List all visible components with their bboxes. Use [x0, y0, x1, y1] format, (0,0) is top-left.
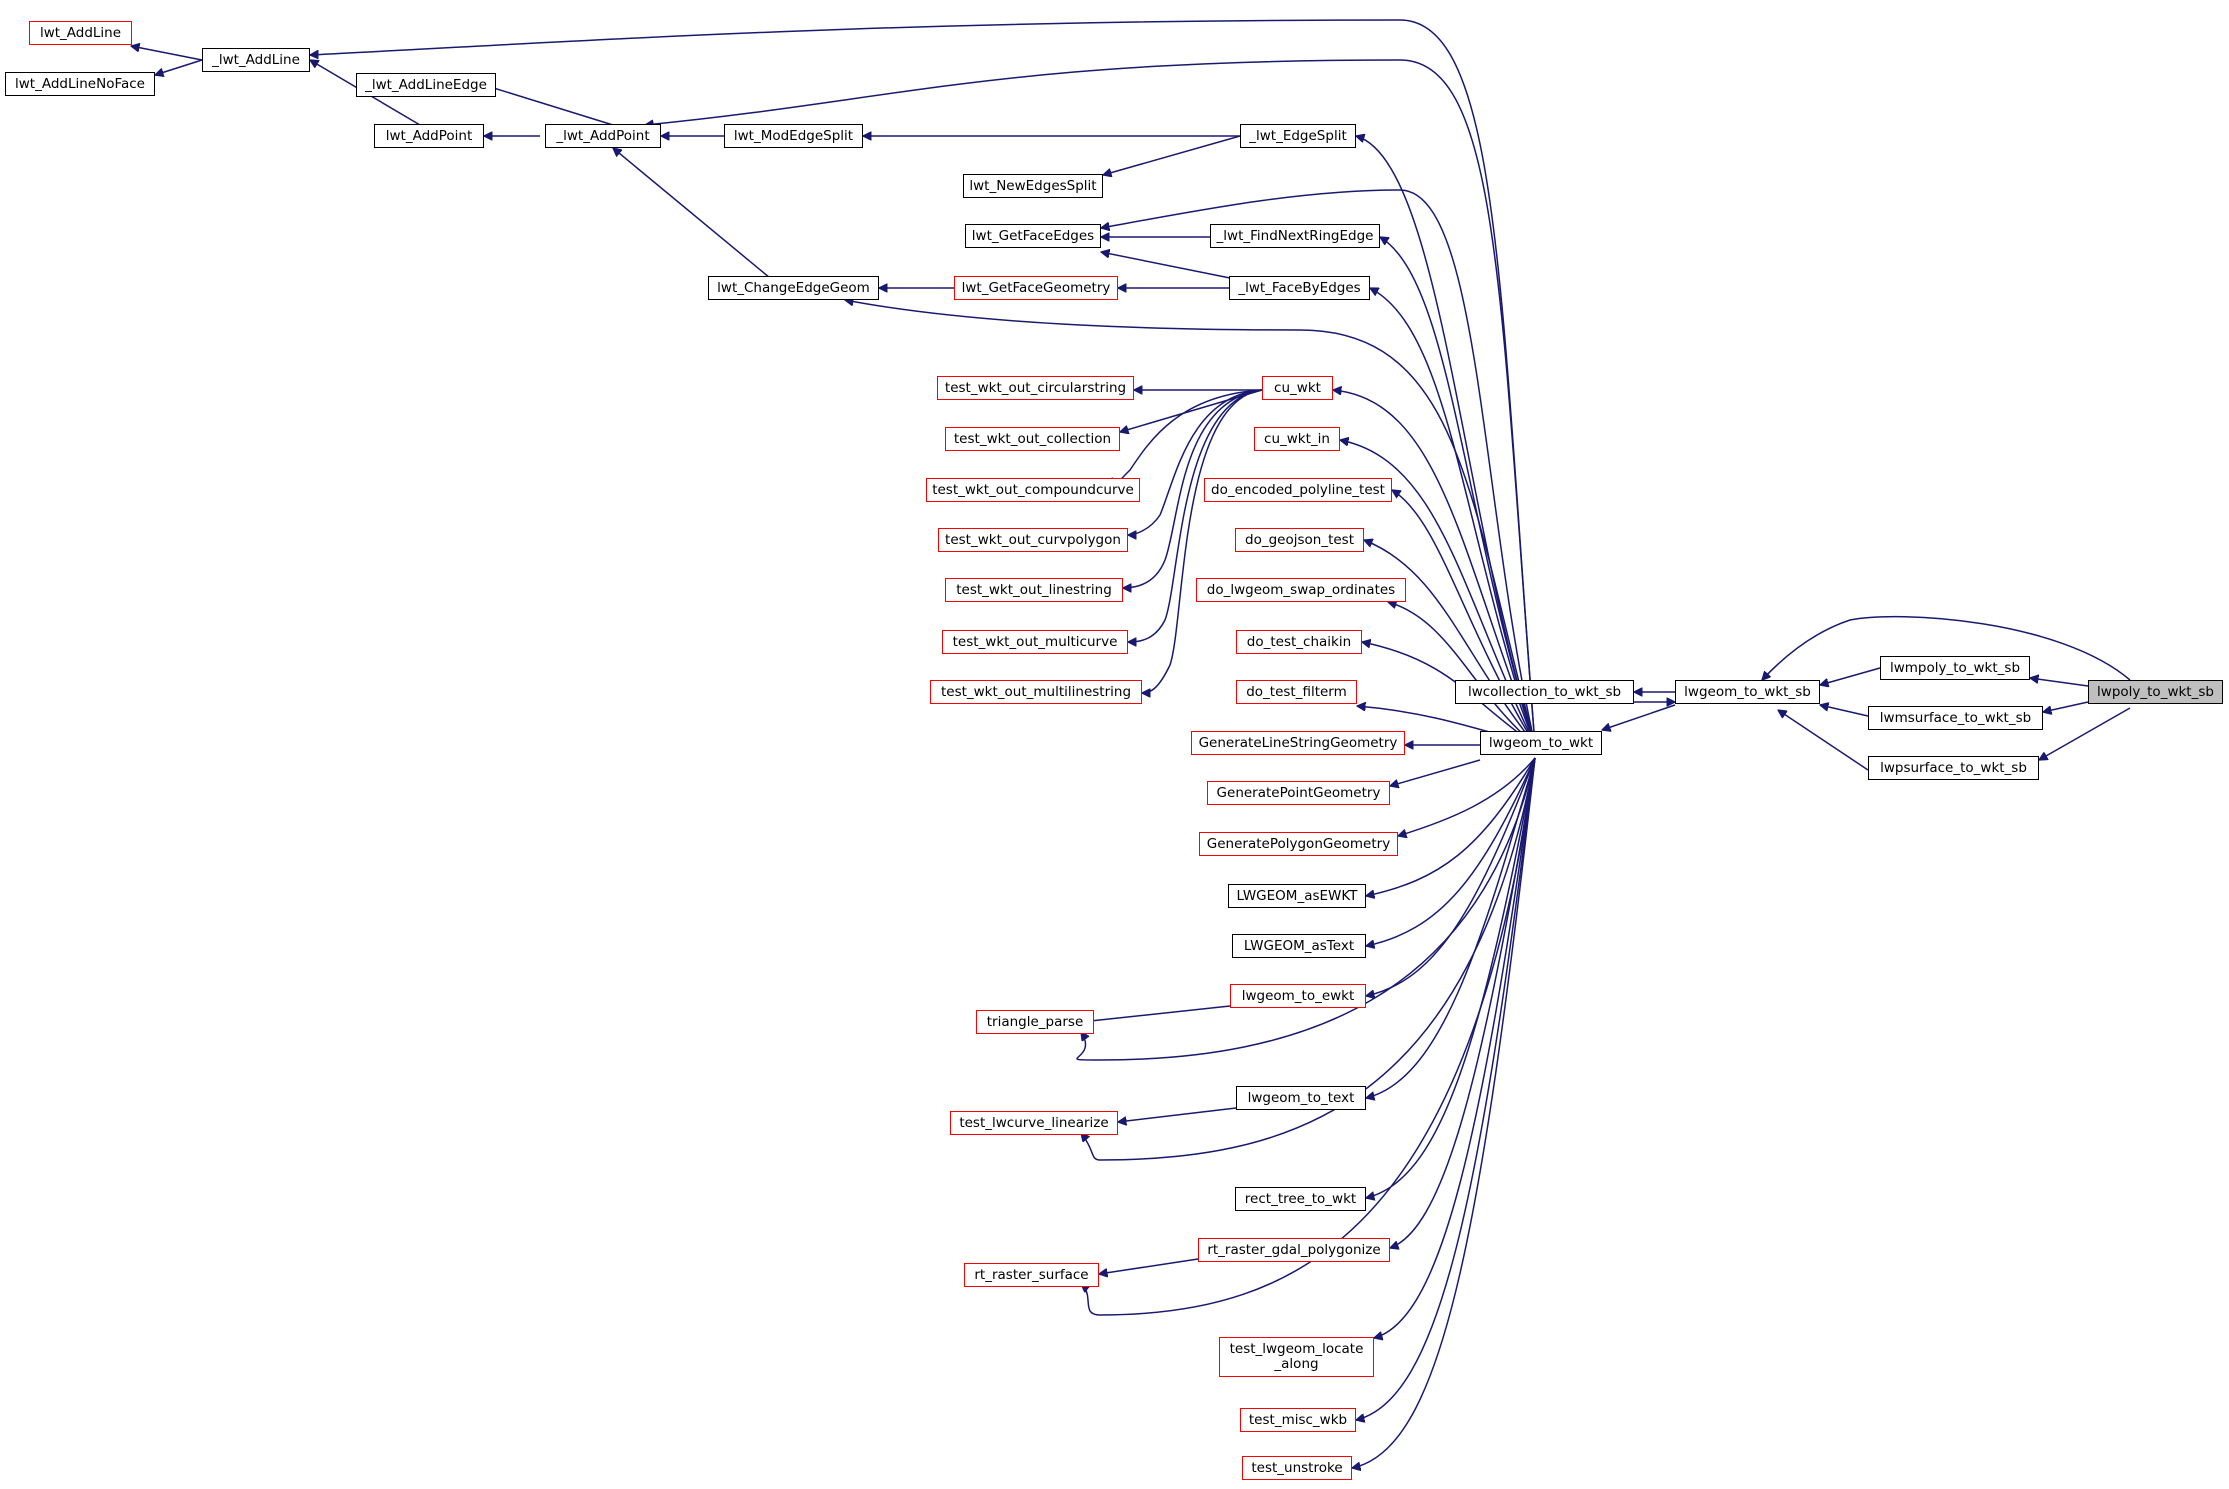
- edge-lwpoly_to_wkt_sb-to-lwpsurface_to_wkt_sb: [2039, 707, 2131, 760]
- node-lwmsurface_to_wkt_sb[interactable]: lwmsurface_to_wkt_sb: [1868, 706, 2043, 730]
- edge-lwt_AddPoint-to-lwt_AddLineEdge: [484, 85, 614, 126]
- node-lwt_AddLine-public[interactable]: lwt_AddLine: [29, 21, 132, 45]
- edge-w-triangle_parse: [1076, 757, 1536, 1061]
- node-cu_wkt_in[interactable]: cu_wkt_in: [1254, 427, 1340, 451]
- node-lwpsurface_to_wkt_sb[interactable]: lwpsurface_to_wkt_sb: [1868, 756, 2039, 780]
- node-do_lwgeom_swap_ordinates[interactable]: do_lwgeom_swap_ordinates: [1196, 578, 1406, 602]
- node-test_wkt_out_compoundcurve[interactable]: test_wkt_out_compoundcurve: [926, 478, 1140, 502]
- node-do_geojson_test[interactable]: do_geojson_test: [1235, 528, 1364, 552]
- node-do_test_filterm[interactable]: do_test_filterm: [1236, 680, 1357, 704]
- edge-lwgeom_to_text-to-test_lwcurve_linearize: [1118, 1107, 1237, 1122]
- node-GeneratePolygonGeometry[interactable]: GeneratePolygonGeometry: [1199, 832, 1398, 856]
- node-lwt_ModEdgeSplit[interactable]: lwt_ModEdgeSplit: [724, 124, 863, 148]
- node-LWGEOM_asText[interactable]: LWGEOM_asText: [1232, 934, 1366, 958]
- node-rect_tree_to_wkt[interactable]: rect_tree_to_wkt: [1235, 1187, 1366, 1211]
- edge-w-rect_tree_to_wkt: [1366, 757, 1536, 1198]
- node-lwgeom_to_wkt_sb[interactable]: lwgeom_to_wkt_sb: [1675, 680, 1820, 704]
- node-rt_raster_gdal_polygonize[interactable]: rt_raster_gdal_polygonize: [1198, 1238, 1390, 1262]
- node-test_wkt_out_circularstring[interactable]: test_wkt_out_circularstring: [937, 376, 1134, 400]
- edge-lwpsurface_to_wkt_sb-to-lwgeom_to_wkt_sb: [1778, 710, 1869, 771]
- edge-w-do_lwgeom_swap_ordinates: [1388, 602, 1536, 746]
- node-test_wkt_out_curvpolygon[interactable]: test_wkt_out_curvpolygon: [938, 528, 1128, 552]
- edge-w-lwt_GetFaceEdges: [1101, 189, 1536, 746]
- edge-cu_wkt-to-test_wkt_out_multicurve: [1128, 389, 1263, 642]
- edge-w-do_geojson_test: [1364, 540, 1536, 746]
- edge-w-lwt_AddLine: [310, 19, 1536, 746]
- node-test_misc_wkb[interactable]: test_misc_wkb: [1240, 1408, 1356, 1432]
- edge-lwt_EdgeSplit-to-lwt_NewEdgesSplit: [1103, 135, 1241, 175]
- node-rt_raster_surface[interactable]: rt_raster_surface: [964, 1263, 1099, 1287]
- node-lwt_AddPoint-internal[interactable]: _lwt_AddPoint: [545, 124, 661, 148]
- node-lwt_AddLine-internal[interactable]: _lwt_AddLine: [202, 48, 310, 72]
- edge-cu_wkt-to-test_wkt_out_multilinestring: [1142, 389, 1263, 693]
- edge-lwpoly_to_wkt_sb-to-lwmsurface_to_wkt_sb: [2043, 701, 2089, 712]
- node-lwgeom_to_text[interactable]: lwgeom_to_text: [1236, 1086, 1366, 1110]
- node-lwgeom_to_wkt[interactable]: lwgeom_to_wkt: [1480, 731, 1602, 755]
- node-test_lwcurve_linearize[interactable]: test_lwcurve_linearize: [950, 1111, 1118, 1135]
- node-cu_wkt[interactable]: cu_wkt: [1262, 376, 1333, 400]
- node-lwt_ChangeEdgeGeom[interactable]: lwt_ChangeEdgeGeom: [708, 276, 879, 300]
- node-GeneratePointGeometry[interactable]: GeneratePointGeometry: [1207, 781, 1390, 805]
- node-lwcollection_to_wkt_sb[interactable]: lwcollection_to_wkt_sb: [1455, 680, 1634, 704]
- node-lwt_AddPoint-public[interactable]: lwt_AddPoint: [374, 124, 484, 148]
- node-triangle_parse[interactable]: triangle_parse: [976, 1010, 1094, 1034]
- edge-lwt_AddLine-to-lwt_AddLineNoFace: [155, 59, 203, 75]
- edge-w-GeneratePointGeometry: [1390, 759, 1481, 786]
- edge-lwt_AddLine-to-lwt_AddLine_r: [131, 46, 203, 61]
- node-lwt_EdgeSplit[interactable]: _lwt_EdgeSplit: [1240, 124, 1356, 148]
- edge-rt_raster_gdal_polygonize-to-rt_raster_surface: [1099, 1258, 1199, 1274]
- edge-cu_wkt-to-test_wkt_out_compoundcurve: [1119, 389, 1263, 482]
- edge-w-lwt_FindNextRingEdge: [1380, 237, 1536, 746]
- edge-w-cu_wkt: [1333, 390, 1536, 746]
- edge-w-test_misc_wkb: [1356, 757, 1536, 1420]
- edge-w-GeneratePolygonGeometry: [1398, 757, 1536, 836]
- node-lwgeom_to_ewkt[interactable]: lwgeom_to_ewkt: [1230, 984, 1366, 1008]
- edge-w-LWGEOM_asText: [1366, 757, 1536, 946]
- edge-w-lwt_AddPoint: [645, 59, 1536, 746]
- node-lwt_FaceByEdges[interactable]: _lwt_FaceByEdges: [1229, 276, 1370, 300]
- node-LWGEOM_asEWKT[interactable]: LWGEOM_asEWKT: [1228, 884, 1366, 908]
- edge-w-test_unstroke: [1352, 757, 1536, 1468]
- edge-lwmpoly_to_wkt_sb-to-lwgeom_to_wkt_sb: [1820, 667, 1881, 685]
- node-lwt_GetFaceGeometry[interactable]: lwt_GetFaceGeometry: [954, 276, 1118, 300]
- edge-w-test_lwcurve_linearize: [1081, 757, 1536, 1161]
- node-lwt_AddLineEdge[interactable]: _lwt_AddLineEdge: [356, 73, 496, 97]
- edge-w-lwgeom_to_text: [1366, 757, 1536, 1098]
- edge-lwt_ChangeEdgeGeom-to-lwt_AddPoint: [613, 148, 771, 279]
- node-lwt_NewEdgesSplit[interactable]: lwt_NewEdgesSplit: [963, 174, 1103, 198]
- node-lwt_GetFaceEdges[interactable]: lwt_GetFaceEdges: [965, 224, 1101, 248]
- edge-w-test_lwgeom_locate_along: [1374, 757, 1536, 1338]
- edge-w-lwt_EdgeSplit: [1356, 136, 1536, 746]
- node-test_lwgeom_locate_along[interactable]: test_lwgeom_locate _along: [1219, 1337, 1374, 1377]
- edge-lwpoly_to_wkt_sb-to-lwgeom_to_wkt_sb: [1762, 615, 2131, 680]
- edge-lwt_FaceByEdges-to-lwt_GetFaceEdges: [1101, 252, 1231, 279]
- node-lwt_FindNextRingEdge[interactable]: _lwt_FindNextRingEdge: [1210, 224, 1380, 248]
- node-test_unstroke[interactable]: test_unstroke: [1242, 1456, 1352, 1480]
- edge-w-lwgeom_to_ewkt: [1366, 757, 1536, 996]
- edge-cu_wkt-to-test_wkt_out_curvpolygon: [1128, 389, 1263, 535]
- edge-cu_wkt-to-test_wkt_out_linestring: [1123, 389, 1263, 588]
- node-lwpoly_to_wkt_sb-current: lwpoly_to_wkt_sb: [2088, 680, 2223, 704]
- edge-lwgeom_to_ewkt-to-triangle_parse: [1081, 1005, 1231, 1022]
- node-test_wkt_out_linestring[interactable]: test_wkt_out_linestring: [945, 578, 1123, 602]
- node-test_wkt_out_multicurve[interactable]: test_wkt_out_multicurve: [942, 630, 1128, 654]
- node-do_encoded_polyline_test[interactable]: do_encoded_polyline_test: [1204, 478, 1392, 502]
- edge-lwmsurface_to_wkt_sb-to-lwgeom_to_wkt_sb: [1820, 705, 1869, 717]
- edge-w-do_encoded_polyline_test: [1392, 490, 1536, 746]
- edge-w-lwt_ChangeEdgeGeom: [845, 300, 1536, 746]
- edge-lwgeom_to_wkt_sb-to-lwgeom_to_wkt: [1602, 704, 1676, 730]
- node-do_test_chaikin[interactable]: do_test_chaikin: [1236, 630, 1362, 654]
- node-test_wkt_out_collection[interactable]: test_wkt_out_collection: [945, 427, 1120, 451]
- edge-w-LWGEOM_asEWKT: [1366, 757, 1536, 896]
- node-GenerateLineStringGeometry[interactable]: GenerateLineStringGeometry: [1191, 731, 1405, 755]
- node-lwt_AddLineNoFace[interactable]: lwt_AddLineNoFace: [5, 72, 155, 96]
- edge-w-rt_raster_surface: [1081, 757, 1536, 1316]
- edge-lwpoly_to_wkt_sb-to-lwmpoly_to_wkt_sb: [2030, 678, 2089, 687]
- node-lwmpoly_to_wkt_sb[interactable]: lwmpoly_to_wkt_sb: [1880, 656, 2030, 680]
- node-test_wkt_out_multilinestring[interactable]: test_wkt_out_multilinestring: [930, 680, 1142, 704]
